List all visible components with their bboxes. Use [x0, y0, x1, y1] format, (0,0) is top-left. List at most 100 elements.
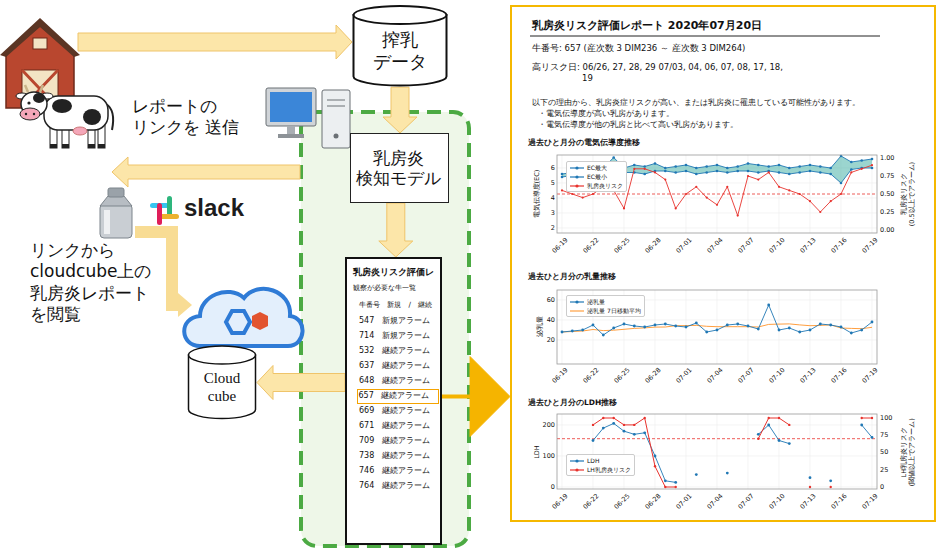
node-text: ・電気伝導度が他の乳房と比べて高い乳房があります。 [538, 120, 738, 129]
node-text: 532 継続アラーム [359, 346, 430, 356]
data-point [871, 158, 874, 161]
data-point [716, 170, 719, 173]
data-point [788, 189, 790, 191]
cow-illustration [73, 127, 87, 135]
node-text: 高リスク日: 06/26, 27, 28, 29 07/03, 04, 06, … [532, 62, 792, 83]
data-point [850, 161, 853, 164]
computer-illustration [266, 88, 316, 126]
data-point [726, 472, 729, 475]
data-cylinder: 搾乳 データ [352, 5, 448, 87]
cloud-cylinder: Cloud cube [187, 345, 257, 420]
grid-line [557, 228, 877, 229]
cow-illustration [33, 113, 35, 115]
cow-illustration [52, 99, 72, 113]
data-point [623, 207, 625, 209]
data-point [778, 171, 781, 174]
node-text: 671 継続アラーム [359, 421, 430, 431]
data-point [561, 176, 564, 179]
data-point [623, 323, 626, 326]
data-point [819, 211, 821, 213]
grid-line [686, 290, 687, 364]
chart-frame [557, 414, 877, 489]
data-point [705, 165, 708, 168]
data-point [643, 173, 646, 176]
cow-illustration [62, 144, 69, 148]
tick-label: 0.50 [880, 190, 894, 198]
data-point [809, 164, 812, 167]
tick-label: 2 [551, 224, 555, 232]
grid-line [557, 320, 877, 321]
data-point [809, 476, 812, 479]
flow-arrow [257, 366, 345, 400]
data-point [757, 328, 760, 331]
data-point [830, 486, 832, 488]
data-point [695, 322, 698, 325]
data-point [664, 179, 666, 181]
chart-title: 過去ひと月分の電気伝導度推移 [528, 138, 640, 147]
data-line [758, 418, 789, 439]
text-holder: Cloud cube [187, 363, 257, 411]
legend-entry: LH乳房炎リスク [570, 465, 631, 474]
green-dashed-region [301, 112, 469, 546]
computer-illustration [327, 106, 345, 107]
cow-illustration [50, 144, 57, 148]
data-point [602, 417, 604, 419]
tick-label: 5 [551, 179, 555, 187]
data-point [788, 327, 791, 330]
data-point [613, 417, 615, 419]
flow-arrow [112, 157, 300, 187]
data-point [798, 331, 801, 334]
data-point [788, 173, 791, 176]
text-holder: 乳房炎 検知モデル [351, 134, 448, 202]
node-label: 乳房炎 検知モデル [353, 148, 445, 189]
grid-line [557, 487, 877, 488]
data-point [581, 329, 584, 332]
tick-label: 06-25 [613, 236, 632, 255]
data-line [562, 305, 872, 335]
tick-label: 06-25 [613, 366, 632, 385]
grid-line [562, 290, 563, 364]
data-point [767, 424, 770, 427]
tick-label: 06-19 [551, 236, 570, 255]
cloud-icon [252, 312, 268, 330]
tick-label: 06-22 [582, 236, 601, 255]
legend-sample [570, 299, 584, 305]
grid-line [593, 414, 594, 489]
legend-entry: 泌乳量 7日移動平均 [570, 306, 641, 315]
tick-label: 0.25 [880, 208, 894, 216]
tick-label: 100 [543, 452, 555, 460]
data-point [633, 325, 636, 328]
data-point [612, 156, 615, 159]
data-point [726, 186, 728, 188]
tick-label: 07-13 [799, 492, 818, 511]
data-point [571, 330, 574, 333]
tick-label: 06-28 [644, 366, 663, 385]
data-point [623, 424, 625, 426]
tick-label: 07-16 [830, 366, 849, 385]
legend-entry: EC最小 [570, 172, 623, 181]
chart-legend: EC最大EC最小乳房炎リスク [566, 161, 627, 192]
tick-label: 1.00 [880, 154, 894, 162]
tick-label: 07-19 [861, 492, 880, 511]
data-line [593, 418, 676, 487]
data-point [674, 165, 677, 168]
data-point [561, 189, 563, 191]
annotation: リンクから cloudcube上の 乳房炎レポートを閲覧 [30, 240, 162, 325]
legend-text: EC最小 [587, 174, 607, 180]
data-point [829, 167, 832, 170]
flow-arrow [178, 293, 192, 317]
data-point [809, 170, 812, 173]
data-point [685, 170, 688, 173]
tick-label: 25 [880, 466, 888, 474]
cow-illustration [25, 113, 27, 115]
data-point [695, 473, 698, 476]
node-label: 搾乳 データ [369, 29, 430, 72]
data-point [799, 193, 801, 195]
slack-logo [157, 203, 162, 225]
tick-label: 06-22 [582, 366, 601, 385]
tick-label: 40 [547, 316, 555, 324]
data-point [767, 165, 770, 168]
flow-arrow [78, 25, 352, 59]
legend-entry: 泌乳量 [570, 297, 641, 306]
grid-line [557, 213, 877, 214]
